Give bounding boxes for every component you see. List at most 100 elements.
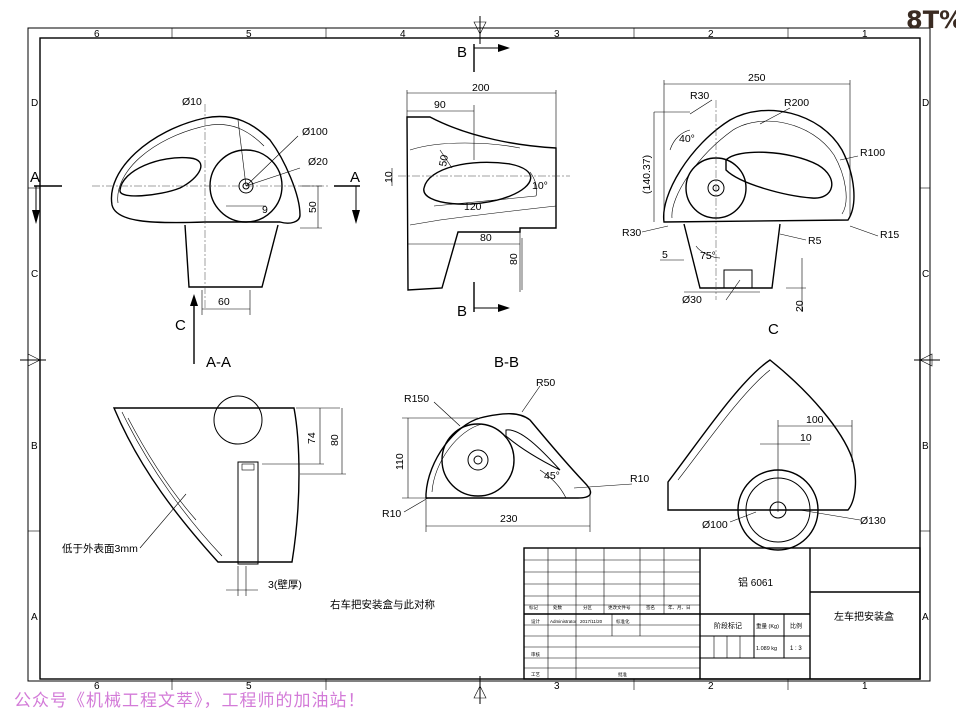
title-block <box>523 547 921 680</box>
dim-iso-d100: Ø100 <box>702 519 728 531</box>
footer-watermark: 公众号《机械工程文萃》，工程师的加油站！ <box>14 691 366 711</box>
zone-top-3: 3 <box>554 29 560 40</box>
dim-c-r30-top: R30 <box>690 90 709 102</box>
dim-aa-74: 74 <box>306 432 318 444</box>
cut-a-right: A <box>350 169 360 186</box>
dim-front-110: 110 <box>394 453 406 470</box>
zone-top-4: 4 <box>400 29 406 40</box>
dim-front-r150: R150 <box>404 393 429 405</box>
dim-c-d30: Ø30 <box>682 294 702 306</box>
tb-ratio-label: 比例 <box>790 622 802 630</box>
inner-border <box>39 37 921 680</box>
dim-aa-60: 60 <box>218 296 230 308</box>
dim-bb-10: 10 <box>383 171 395 183</box>
zone-right-b: B <box>922 441 929 452</box>
dim-front-r10-right: R10 <box>630 473 649 485</box>
mirror-note: 右车把安装盒与此对称 <box>330 598 435 611</box>
cut-arrows-b <box>473 44 510 312</box>
tb-h-sign: 签名 <box>646 604 655 611</box>
dim-front-r10-left: R10 <box>382 508 401 520</box>
dim-aa-50: 50 <box>307 201 319 213</box>
view-iso <box>667 359 861 551</box>
view-aa-section <box>112 395 346 596</box>
zone-bottom-5: 5 <box>246 681 252 692</box>
site-logo: 8T% <box>904 4 960 39</box>
dim-c-14037: (140.37) <box>641 155 653 194</box>
logo-icon: 8T% <box>906 6 960 34</box>
dim-bb-10deg: 10° <box>532 180 548 192</box>
tb-part-name: 左车把安装盒 <box>834 610 894 623</box>
logo-text: 8T% <box>906 6 956 34</box>
dim-aa-80: 80 <box>329 434 341 446</box>
cut-b-bottom: B <box>457 303 467 320</box>
zone-bottom-6: 6 <box>94 681 100 692</box>
tb-review: 审核 <box>531 651 540 658</box>
view-aa-label: A-A <box>206 354 231 371</box>
dim-c-20: 20 <box>794 300 806 312</box>
dim-c-r30-bottom: R30 <box>622 227 641 239</box>
dim-iso-10: 10 <box>800 432 812 444</box>
zone-top-1: 1 <box>862 29 868 40</box>
dim-iso-d130: Ø130 <box>860 515 886 527</box>
dim-bb-50: 50 <box>437 154 451 168</box>
tb-design: 设计 <box>531 618 540 625</box>
dim-c-40deg: 40° <box>679 133 695 145</box>
cut-arrows-a <box>32 185 360 224</box>
zone-left-b: B <box>31 441 38 452</box>
zone-left-c: C <box>31 269 38 280</box>
dim-bb-80h: 80 <box>480 232 492 244</box>
dim-bb-120: 120 <box>464 201 482 213</box>
view-bb <box>391 90 570 292</box>
zone-top-5: 5 <box>246 29 252 40</box>
tb-standard: 标准化 <box>616 618 630 625</box>
view-bb-label: B-B <box>494 354 519 371</box>
dim-bb-90: 90 <box>434 99 446 111</box>
tb-weight-label: 重量 (Kg) <box>756 622 779 630</box>
dim-aa-9: 9 <box>262 204 268 216</box>
zone-right-c: C <box>922 269 929 280</box>
zone-right-a: A <box>922 612 929 623</box>
tb-stage: 阶段标记 <box>714 621 742 630</box>
tb-approve: 批准 <box>618 671 627 678</box>
view-aa-front <box>92 104 330 315</box>
tb-material: 铝 6061 <box>738 577 773 589</box>
dim-front-r50: R50 <box>536 377 555 389</box>
zone-top-2: 2 <box>708 29 714 40</box>
centering-marks <box>20 16 940 704</box>
dim-aa-wall: 3(壁厚) <box>268 578 302 591</box>
cut-arrow-c <box>190 294 198 364</box>
zone-left-a: A <box>31 612 38 623</box>
tb-designer: Administrator <box>550 619 577 624</box>
tb-h-zone: 分区 <box>583 604 592 611</box>
tb-h-date: 年、月、日 <box>668 604 691 611</box>
tb-h-mark: 标记 <box>529 604 538 611</box>
dim-front-230: 230 <box>500 513 518 525</box>
cut-b-top: B <box>457 44 467 61</box>
tb-ratio: 1 : 3 <box>790 646 802 652</box>
zone-top-6: 6 <box>94 29 100 40</box>
tb-process: 工艺 <box>531 672 540 677</box>
dim-c-75deg: 75° <box>700 250 716 262</box>
cut-c-marker: C <box>175 317 186 334</box>
dim-c-r5: R5 <box>808 235 822 247</box>
zone-right-d: D <box>922 98 929 109</box>
dim-bb-200: 200 <box>472 82 490 94</box>
view-c <box>641 80 879 312</box>
dim-aa-d10: Ø10 <box>182 96 202 108</box>
view-front <box>402 385 633 532</box>
dim-c-250: 250 <box>748 72 766 84</box>
zone-bottom-2: 2 <box>708 681 714 692</box>
zone-bottom-1: 1 <box>862 681 868 692</box>
dim-c-r15: R15 <box>880 229 899 241</box>
dim-c-5: 5 <box>662 249 668 261</box>
dim-c-r100: R100 <box>860 147 885 159</box>
tb-h-count: 处数 <box>553 604 562 611</box>
dim-c-r200: R200 <box>784 97 809 109</box>
tb-weight: 1.089 kg <box>756 646 777 652</box>
zone-ticks <box>28 28 930 690</box>
cut-a-left: A <box>30 169 40 186</box>
dim-bb-80v: 80 <box>508 253 520 265</box>
dim-aa-d100: Ø100 <box>302 126 328 138</box>
dim-aa-d20: Ø20 <box>308 156 328 168</box>
